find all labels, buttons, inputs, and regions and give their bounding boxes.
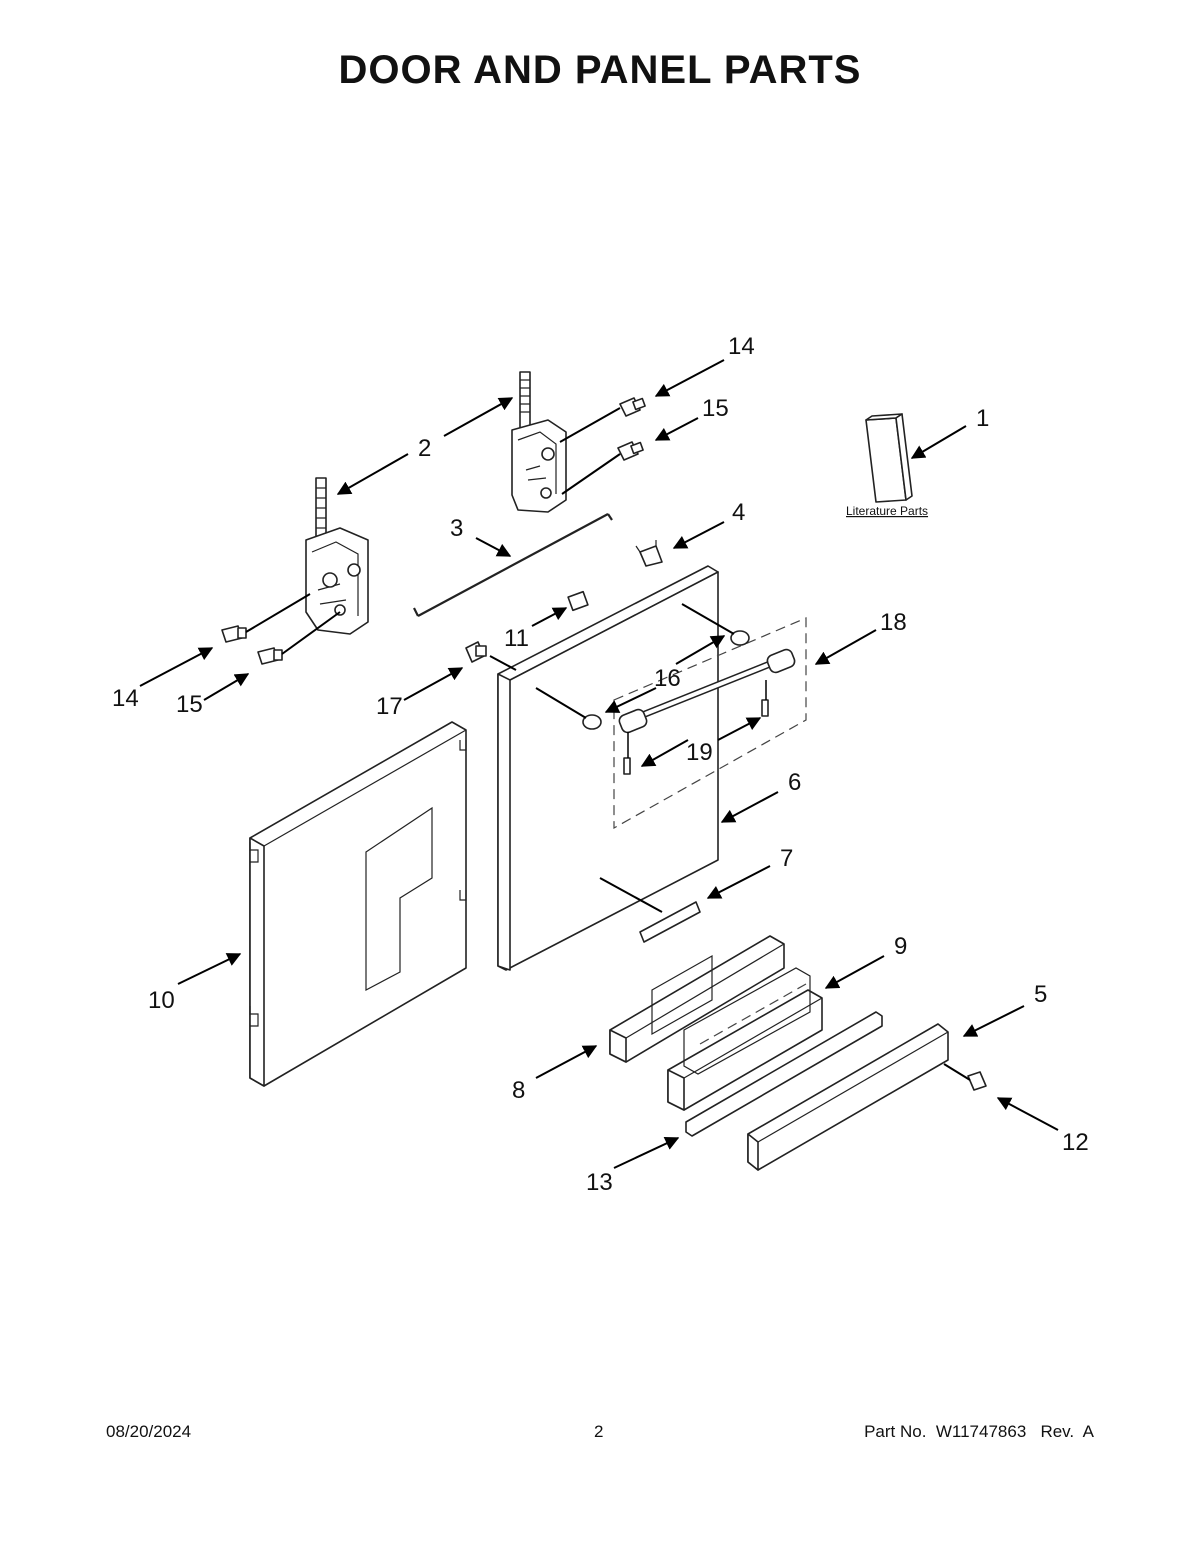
callout-3: 3 [450, 515, 463, 542]
callout-18: 18 [880, 609, 907, 636]
callout-9: 9 [894, 933, 907, 960]
callout-6: 6 [788, 769, 801, 796]
page-title: DOOR AND PANEL PARTS [338, 48, 862, 92]
callout-8: 8 [512, 1077, 525, 1104]
callout-4: 4 [732, 499, 745, 526]
callout-13: 13 [586, 1169, 613, 1196]
callout-2: 2 [418, 435, 431, 462]
callout-17: 17 [376, 693, 403, 720]
outer-door-panel [497, 565, 719, 971]
footer-date: 08/20/2024 [106, 1422, 192, 1441]
footer-page-number: 2 [594, 1422, 604, 1441]
door-rod [413, 513, 613, 617]
kick-strip [685, 1011, 883, 1137]
door-handle [535, 603, 807, 830]
callout-5: 5 [1034, 981, 1047, 1008]
callout-10: 10 [148, 987, 175, 1014]
callout-19: 19 [686, 739, 713, 766]
lower-hinge-screws [221, 593, 341, 665]
latch-part [567, 590, 589, 612]
callout-7: 7 [780, 845, 793, 872]
toe-kick-insulation [667, 967, 823, 1111]
callout-16: 16 [654, 665, 681, 692]
upper-hinge [511, 371, 567, 513]
upper-hinge-screws [559, 397, 646, 495]
nameplate [599, 877, 701, 943]
callout-14-lower: 14 [112, 685, 139, 712]
callout-12: 12 [1062, 1129, 1089, 1156]
callout-11: 11 [504, 625, 529, 652]
literature-booklet [865, 413, 913, 503]
callout-1: 1 [976, 405, 989, 432]
inner-access-panel [249, 721, 467, 1087]
toe-kick-block [609, 935, 785, 1063]
lower-hinge [305, 477, 369, 635]
callout-15-upper: 15 [702, 395, 729, 422]
footer-part-number: Part No. W11747863 Rev. A [864, 1422, 1094, 1441]
kick-plate [747, 1023, 949, 1171]
callout-15-lower: 15 [176, 691, 203, 718]
callout-14-upper: 14 [728, 333, 755, 360]
door-clip [635, 540, 663, 567]
kick-plate-screw [943, 1063, 987, 1091]
shoulder-screw [465, 641, 517, 671]
literature-parts-label: Literature Parts [846, 504, 928, 518]
